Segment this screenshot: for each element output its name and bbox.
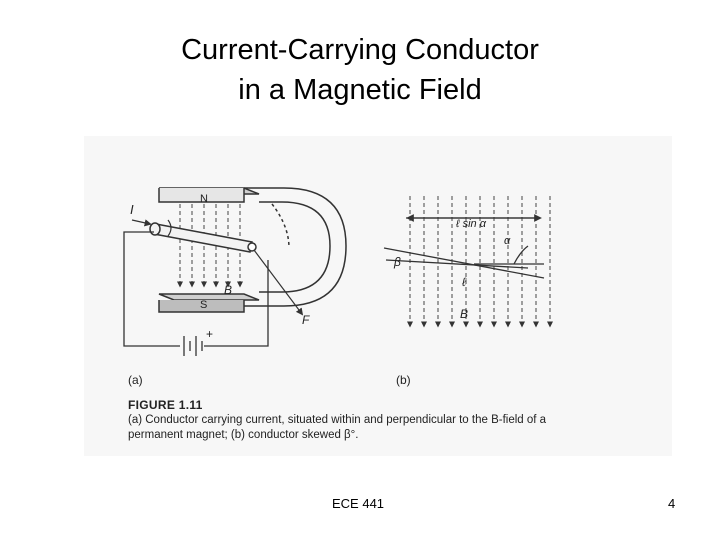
- north-label: N: [200, 193, 208, 205]
- panel-a-label: (a): [128, 373, 143, 387]
- caption-line-2: permanent magnet; (b) conductor skewed β…: [128, 429, 359, 441]
- beta-label: β: [393, 255, 401, 269]
- figure-diagram: I N S B F + (a) ℓ sin α: [123, 187, 553, 387]
- south-label: S: [200, 299, 207, 311]
- page-number: 4: [668, 496, 676, 511]
- current-label: I: [130, 202, 134, 217]
- magnet-drawing: [158, 187, 347, 313]
- force-arrow: [253, 249, 304, 316]
- caption-line-1: (a) Conductor carrying current, situated…: [128, 414, 547, 426]
- figure-caption: FIGURE 1.11 (a) Conductor carrying curre…: [128, 398, 648, 443]
- figure-number: FIGURE 1.11: [128, 398, 203, 412]
- field-lines-b: [407, 196, 553, 328]
- current-loop: [167, 219, 172, 237]
- title-line-2: in a Magnetic Field: [238, 74, 482, 106]
- figure-image: I N S B F + (a) ℓ sin α: [84, 136, 672, 456]
- alpha-label: α: [504, 235, 511, 247]
- footer-course: ECE 441: [332, 496, 385, 511]
- skewed-conductor: [383, 214, 545, 279]
- panel-b-label: (b): [396, 373, 411, 387]
- title-line-1: Current-Carrying Conductor: [181, 34, 539, 66]
- slide-title: Current-Carrying Conductor in a Magnetic…: [0, 30, 720, 110]
- current-arrow: [131, 219, 152, 227]
- field-label-b: B: [460, 307, 468, 321]
- field-label-a: B: [224, 283, 232, 297]
- force-label: F: [302, 313, 310, 327]
- length-label: ℓ: [462, 275, 467, 289]
- battery-circuit: [123, 231, 269, 356]
- battery-plus-label: +: [206, 327, 213, 341]
- projection-label: ℓ sin α: [455, 218, 487, 230]
